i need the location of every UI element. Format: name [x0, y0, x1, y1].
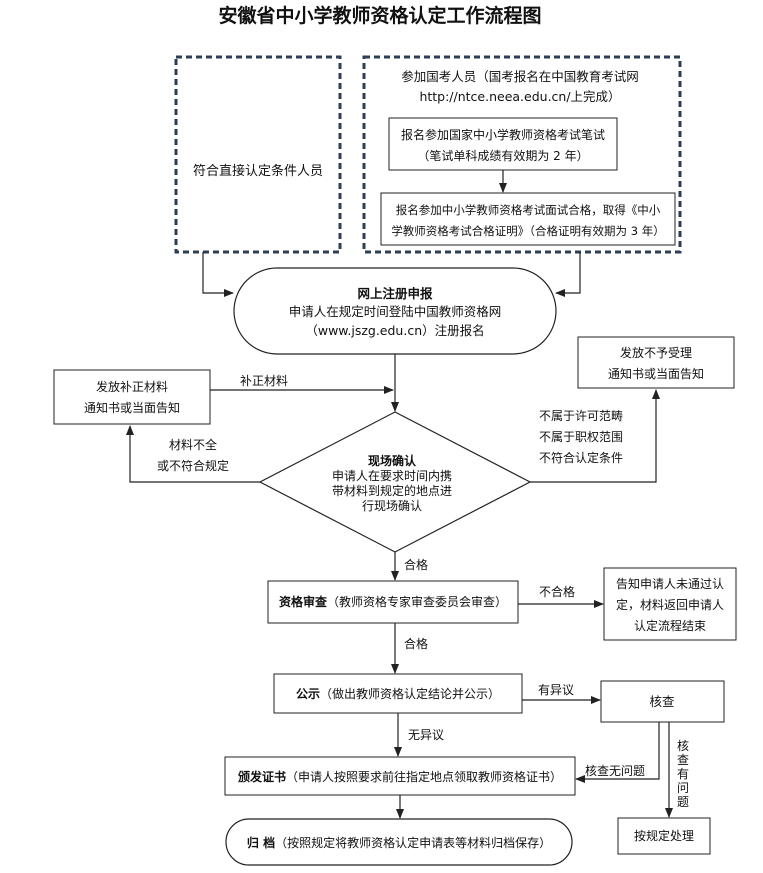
issue-box	[224, 756, 576, 796]
confirm-line2: 带材料到规定的地点进	[332, 483, 452, 498]
label-verify-issue-1: 核	[677, 739, 689, 753]
interview-line1: 报名参加中小学教师资格考试面试合格，取得《中小	[396, 203, 661, 217]
label-verify-issue-5: 题	[677, 795, 689, 809]
publicity-text: 公示（做出教师资格认定结论并公示）	[296, 686, 500, 701]
review-text-bold: 资格审查	[279, 594, 328, 609]
register-title: 网上注册申报	[357, 286, 433, 301]
register-line1: 申请人在规定时间登陆中国教师资格网	[289, 304, 502, 319]
supplement-line1: 发放补正材料	[96, 379, 168, 394]
reject-line2: 通知书或当面告知	[608, 367, 704, 381]
archive-text: 归 档（按照规定将教师资格认定申请表等材料归档保存）	[247, 835, 551, 850]
arrow-exam-register	[555, 252, 581, 297]
review-box	[267, 580, 519, 624]
reject-line1: 发放不予受理	[620, 345, 692, 360]
handle-box	[617, 817, 711, 855]
label-fail: 不合格	[539, 584, 575, 599]
archive-text-rest: （按照规定将教师资格认定申请表等材料归档保存）	[275, 835, 551, 850]
written-exam-box	[388, 117, 618, 171]
label-not-accepted-line3: 不符合认定条件	[539, 450, 623, 465]
arrow-direct-register	[202, 252, 234, 297]
label-incomplete-line1: 材料不全	[169, 437, 217, 452]
reject-box	[577, 336, 735, 389]
interview-box	[380, 192, 676, 246]
notify-fail-box	[603, 567, 737, 641]
archive-text-bold: 归 档	[247, 835, 275, 850]
notify-fail-line1: 告知申请人未通过认	[616, 577, 724, 591]
label-not-accepted-line1: 不属于许可范畴	[539, 409, 623, 423]
confirm-line1: 申请人在要求时间内携	[332, 468, 452, 483]
confirm-title: 现场确认	[368, 453, 417, 468]
arrow-verify-issue	[575, 722, 660, 783]
label-objection: 有异议	[538, 683, 574, 697]
issue-text-bold: 颁发证书	[238, 769, 286, 784]
exam-group-box	[362, 55, 682, 254]
page-title: 安徽省中小学教师资格认定工作流程图	[218, 4, 541, 27]
arrow-confirm-reject	[530, 389, 660, 483]
notify-fail-line2: 定，材料返回申请人	[616, 597, 724, 612]
issue-text: 颁发证书（申请人按照要求前往指定地点领取教师资格证书）	[238, 769, 562, 784]
direct-group-label: 符合直接认定条件人员	[193, 163, 323, 179]
exam-group-label-line2: http://ntce.neea.edu.cn/上完成）	[419, 89, 620, 104]
written-exam-line1: 报名参加国家中小学教师资格考试笔试	[401, 127, 605, 142]
confirm-line3: 行现场确认	[362, 499, 422, 513]
publicity-box	[273, 673, 523, 714]
written-exam-line2: （笔试单科成绩有效期为 2 年）	[417, 148, 588, 163]
label-pass-2: 合格	[404, 636, 428, 651]
label-verify-issue-2: 查	[677, 753, 689, 767]
publicity-text-bold: 公示	[296, 687, 320, 701]
issue-text-rest: （申请人按照要求前往指定地点领取教师资格证书）	[286, 769, 562, 784]
direct-group-box	[174, 55, 342, 254]
label-pass-1: 合格	[404, 557, 428, 572]
register-line2: （www.jszg.edu.cn）注册报名	[305, 323, 484, 338]
notify-fail-line3: 认定流程结束	[634, 618, 706, 633]
handle-text: 按规定处理	[634, 828, 694, 843]
publicity-text-rest: （做出教师资格认定结论并公示）	[320, 686, 500, 701]
label-verify-issue-3: 有	[677, 767, 689, 781]
review-text: 资格审查（教师资格专家审查委员会审查）	[279, 594, 507, 609]
interview-line2: 学教师资格考试合格证明》（合格证明有效期为 3 年）	[391, 224, 664, 238]
verify-box	[600, 680, 725, 723]
label-verify-ok: 核查无问题	[585, 764, 645, 778]
archive-box	[225, 818, 573, 866]
label-not-accepted-line2: 不属于职权范围	[539, 430, 623, 444]
review-text-rest: （教师资格专家审查委员会审查）	[327, 594, 507, 609]
supplement-box	[53, 369, 211, 425]
arrow-confirm-supplement	[126, 425, 260, 483]
exam-group-label-line1: 参加国考人员（国考报名在中国教育考试网	[401, 69, 639, 84]
label-no-objection: 无异议	[408, 728, 444, 742]
label-supplement-materials: 补正材料	[240, 374, 288, 388]
label-incomplete-line2: 或不符合规定	[157, 458, 229, 473]
supplement-line2: 通知书或当面告知	[84, 401, 180, 415]
verify-text: 核查	[649, 694, 675, 709]
label-verify-issue-4: 问	[677, 781, 689, 795]
